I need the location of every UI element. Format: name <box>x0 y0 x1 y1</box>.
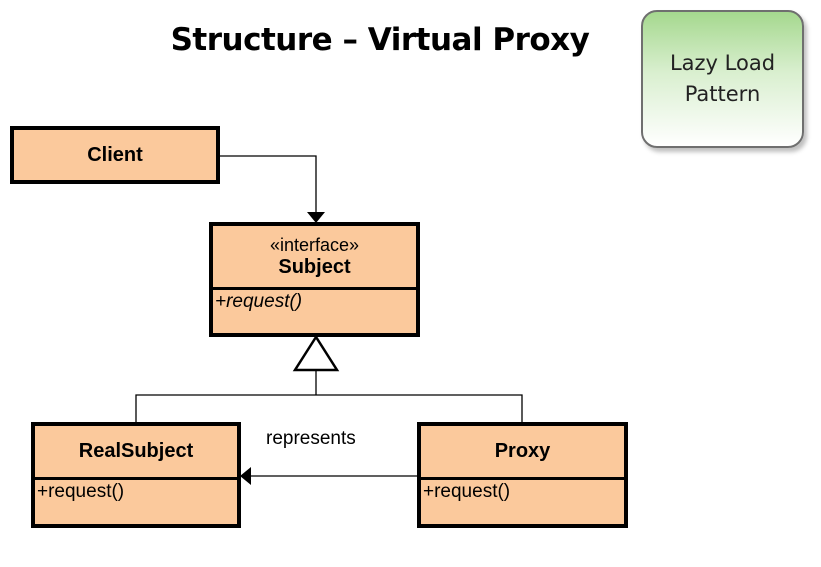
client-class: Client <box>10 126 220 184</box>
note-text: Lazy Load Pattern <box>669 51 776 106</box>
client-arrowhead <box>307 212 325 223</box>
real-subject-class: RealSubject +request() <box>31 422 241 528</box>
client-subject-association <box>219 155 317 215</box>
real-subject-class-name: RealSubject <box>78 440 194 462</box>
diagram-title: Structure – Virtual Proxy <box>170 22 590 58</box>
subject-operation: +request() <box>215 291 303 312</box>
represents-label: represents <box>266 428 356 449</box>
subject-interface: «interface» Subject +request() <box>209 222 420 337</box>
represents-arrowhead <box>240 467 251 485</box>
proxy-operation: +request() <box>423 481 511 502</box>
lazy-load-note: Lazy Load Pattern <box>641 10 804 148</box>
generalization-bar <box>135 394 523 423</box>
proxy-class: Proxy +request() <box>417 422 628 528</box>
proxy-class-name: Proxy <box>494 440 551 462</box>
subject-stereotype: «interface» <box>269 235 360 255</box>
real-subject-operation: +request() <box>37 481 125 502</box>
inheritance-triangle <box>292 334 340 372</box>
client-class-name: Client <box>87 143 143 166</box>
subject-class-name: Subject <box>278 256 351 278</box>
